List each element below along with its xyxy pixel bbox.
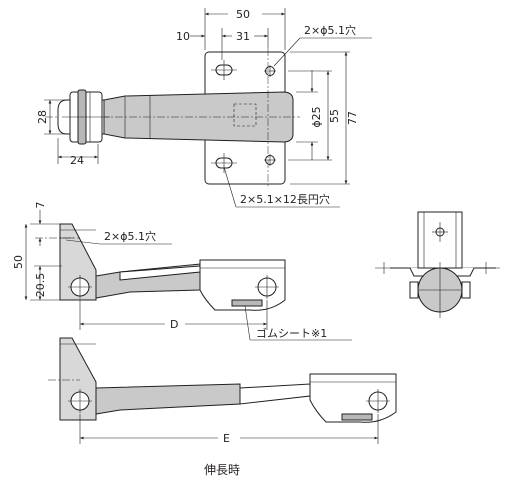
dim-total: 50 [12, 255, 25, 269]
extended-view: E 伸長時 [48, 337, 397, 477]
dim-top: 7 [34, 202, 47, 209]
dim-height: 77 [346, 111, 359, 125]
dim-lower: 20.5 [34, 273, 47, 298]
ext-slide [309, 373, 397, 423]
dim-left-height: 28 [36, 110, 49, 124]
extended-caption: 伸長時 [204, 463, 240, 477]
side-slide [199, 259, 286, 311]
dim-length-e: E [223, 432, 230, 445]
dim-diameter: ϕ25 [310, 106, 323, 127]
hole-note-top: 2×ϕ5.1穴 [304, 23, 356, 37]
dim-inner-height: 55 [328, 109, 341, 123]
dim-offset-left: 10 [176, 30, 190, 43]
dim-offset-hole: 31 [236, 30, 250, 43]
dim-length-d: D [170, 318, 178, 331]
top-view: 50 10 31 2×ϕ5.1穴 ϕ25 55 77 28 24 [36, 8, 372, 208]
dim-width: 50 [236, 8, 250, 21]
slot-note: 2×5.1×12長円穴 [240, 192, 330, 206]
tube-body [103, 91, 294, 143]
side-view: 7 50 20.5 2×ϕ5.1穴 D ゴムシート※1 [12, 202, 352, 341]
ext-arm [95, 383, 241, 415]
dim-left-width: 24 [70, 154, 84, 167]
end-view [375, 211, 500, 318]
hole-note-side: 2×ϕ5.1穴 [104, 229, 156, 243]
rubber-note: ゴムシート※1 [256, 326, 327, 340]
